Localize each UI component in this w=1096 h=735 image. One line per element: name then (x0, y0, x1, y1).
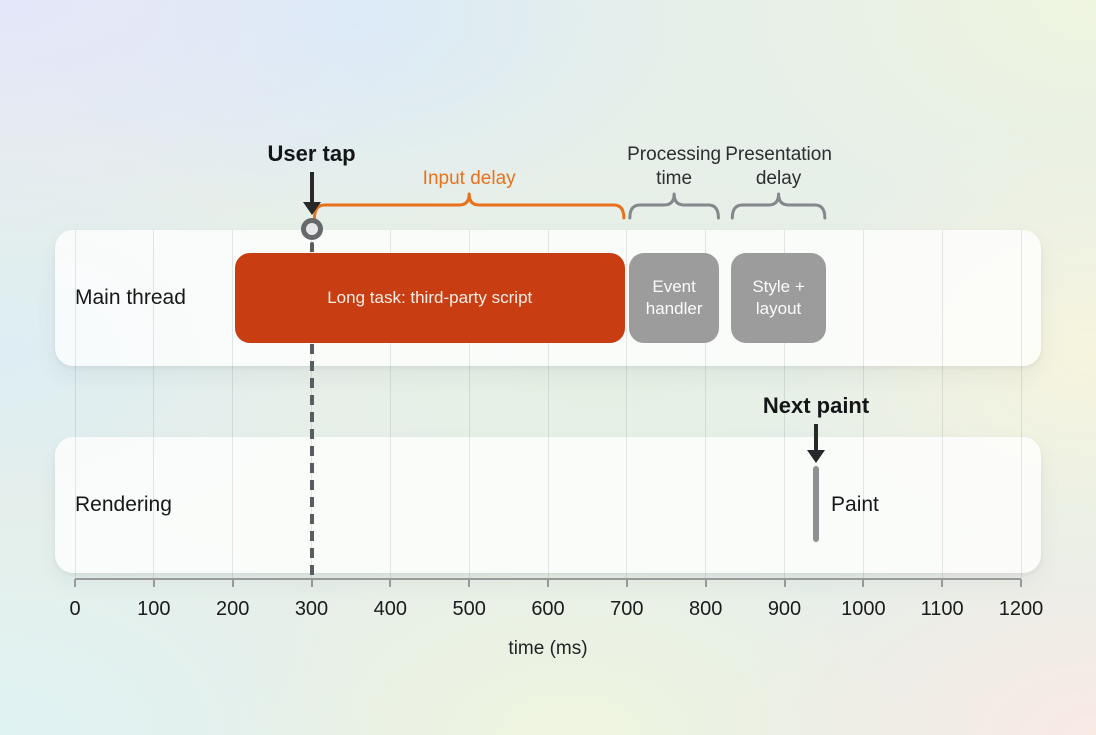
time-axis-title: time (ms) (508, 638, 588, 659)
gridline (626, 230, 628, 578)
gridline (153, 230, 155, 578)
gridline (941, 230, 943, 578)
tap-time-dashed-line (309, 242, 314, 580)
presentation-delay-label: Presentation delay (725, 141, 832, 191)
user-tap-down-arrow-icon (309, 172, 314, 203)
block-long-task-text: Long task: third-party script (327, 288, 533, 307)
gridline (74, 230, 76, 578)
gridline (232, 230, 234, 578)
block-style-layout-text: layout (755, 299, 802, 318)
paint-event-bar (813, 466, 820, 542)
axis-tick-label: 600 (531, 598, 565, 620)
rendering-track-label: Rendering (75, 493, 172, 516)
presentation-delay-brace (730, 192, 827, 220)
processing-time-label-line: Processing (627, 144, 722, 165)
axis-tick (625, 579, 628, 587)
gridline (389, 230, 391, 578)
gridline (1020, 230, 1022, 578)
main-thread-track-label: Main thread (75, 286, 186, 309)
next-paint-arrowhead-icon (807, 450, 826, 463)
axis-tick (547, 579, 549, 587)
axis-tick (783, 579, 786, 587)
input-delay-label: Input delay (423, 141, 516, 191)
axis-tick-label: 500 (452, 598, 486, 620)
next-paint-down-arrow-icon (814, 424, 819, 451)
axis-tick-label: 900 (767, 598, 802, 620)
user-tap-arrowhead-icon (302, 202, 321, 215)
next-paint-label: Next paint (762, 393, 870, 418)
axis-tick-label: 700 (610, 598, 644, 620)
paint-label: Paint (831, 493, 879, 516)
gridline (547, 230, 549, 578)
block-style-layout-text: Style + (752, 277, 805, 296)
user-tap-label: User tap (267, 141, 356, 166)
axis-tick (152, 579, 155, 587)
axis-tick (704, 579, 707, 587)
block-long-task: Long task: third-party script (234, 253, 625, 343)
axis-tick-label: 300 (294, 598, 329, 620)
axis-tick-label: 200 (215, 598, 250, 620)
block-event-handler: Event handler (628, 253, 720, 343)
gridline (705, 230, 707, 578)
axis-tick-label: 1200 (998, 598, 1044, 620)
axis-tick-label: 1100 (920, 598, 964, 620)
processing-time-brace (628, 192, 720, 220)
tap-point-marker-icon (300, 218, 323, 240)
block-event-handler-text: Event (652, 277, 696, 296)
axis-tick-label: 400 (373, 598, 408, 620)
axis-tick-label: 0 (69, 598, 81, 620)
axis-tick (862, 579, 865, 587)
axis-tick (389, 579, 392, 587)
axis-tick-label: 100 (137, 598, 171, 620)
axis-tick (941, 579, 944, 587)
presentation-delay-label-line: Presentation (725, 144, 832, 165)
input-delay-brace (313, 192, 626, 220)
axis-tick (74, 579, 76, 587)
axis-tick (1020, 579, 1022, 587)
phase-braces (313, 192, 827, 220)
axis-tick-label: 1000 (841, 598, 886, 620)
input-delay-label-line: Input delay (422, 168, 516, 189)
block-event-handler-text: handler (645, 299, 703, 318)
processing-time-label: Processing time (627, 141, 721, 191)
block-style-layout: Style + layout (731, 253, 826, 343)
axis-tick (310, 579, 313, 587)
axis-tick-label: 800 (688, 598, 723, 620)
rendering-track: Rendering (55, 437, 1041, 573)
gridline (784, 230, 785, 578)
gridline (468, 230, 470, 578)
axis-tick (468, 579, 471, 587)
processing-time-label-line: time (656, 168, 693, 189)
gridline (862, 230, 864, 578)
presentation-delay-label-line: delay (755, 168, 802, 189)
axis-tick (231, 579, 234, 587)
